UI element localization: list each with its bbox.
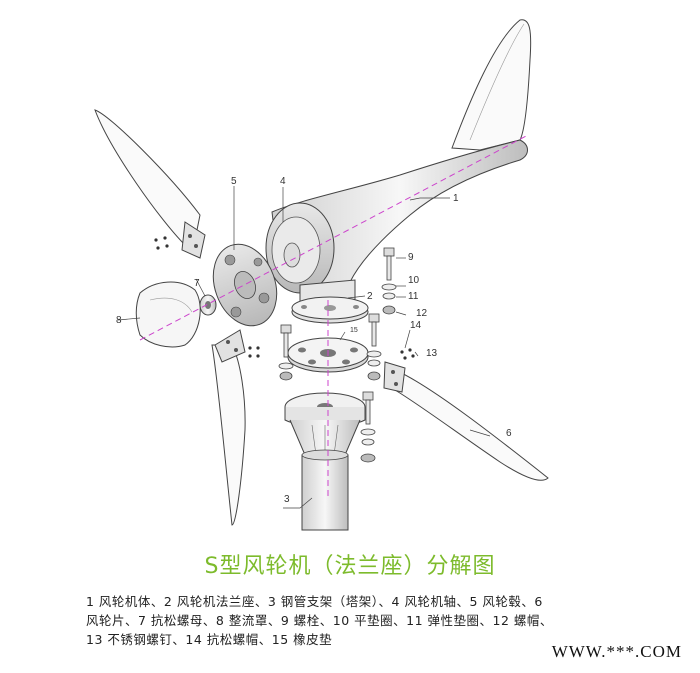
callout-6: 6 xyxy=(506,428,512,439)
fasteners xyxy=(154,236,415,463)
callout-12: 12 xyxy=(416,308,428,319)
nose-cone xyxy=(135,281,201,348)
exploded-view-diagram: 1 2 3 4 5 6 7 8 9 10 11 12 13 14 15 xyxy=(94,19,549,531)
flange-seat xyxy=(291,296,369,324)
callout-14: 14 xyxy=(410,320,422,331)
callout-7: 7 xyxy=(194,278,200,289)
hub xyxy=(212,243,278,327)
callout-11: 11 xyxy=(408,291,419,302)
blade-lower xyxy=(211,329,246,526)
blade-upper xyxy=(94,109,206,259)
callout-3: 3 xyxy=(284,494,290,505)
parts-legend: 1 风轮机体、2 风轮机法兰座、3 钢管支架（塔架）、4 风轮机轴、5 风轮毂、… xyxy=(86,592,686,649)
steel-tower xyxy=(284,392,366,531)
lock-nut xyxy=(199,294,217,316)
legend-line: 风轮片、7 抗松螺母、8 整流罩、9 螺栓、10 平垫圈、11 弹性垫圈、12 … xyxy=(86,613,553,628)
blade-right xyxy=(383,361,549,481)
callout-2: 2 xyxy=(367,291,373,302)
turbine-body xyxy=(265,139,528,306)
callout-13: 13 xyxy=(426,348,438,359)
callout-15: 15 xyxy=(350,327,358,334)
legend-line: 1 风轮机体、2 风轮机法兰座、3 钢管支架（塔架）、4 风轮机轴、5 风轮毂、… xyxy=(86,594,543,609)
callout-1: 1 xyxy=(453,193,459,204)
leader-lines xyxy=(117,186,491,509)
callout-5: 5 xyxy=(231,176,237,187)
axis-lines xyxy=(139,134,529,500)
tail-fin xyxy=(451,19,532,151)
legend-line: 13 不锈钢螺钉、14 抗松螺帽、15 橡皮垫 xyxy=(86,632,333,647)
callout-4: 4 xyxy=(280,176,286,187)
diagram-title: S型风轮机（法兰座）分解图 xyxy=(204,554,496,579)
watermark: WWW.***.COM xyxy=(551,642,682,661)
callout-9: 9 xyxy=(408,252,414,263)
callout-8: 8 xyxy=(116,315,122,326)
callout-10: 10 xyxy=(408,275,420,286)
